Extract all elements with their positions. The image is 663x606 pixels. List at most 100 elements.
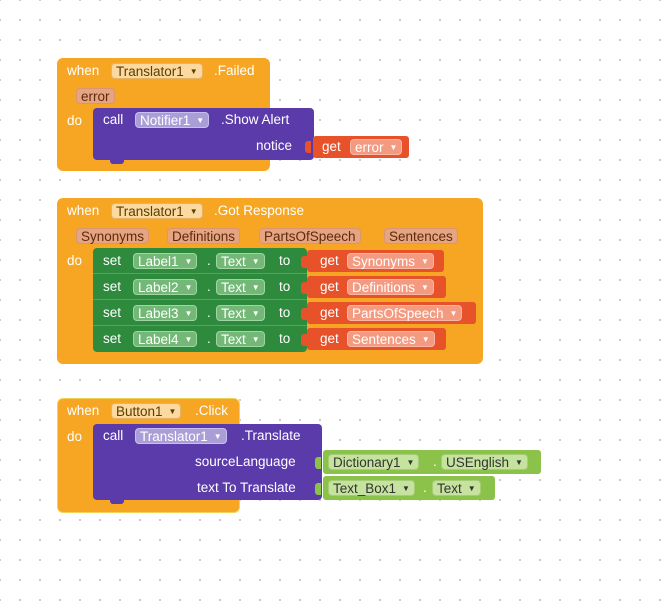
when-keyword: when [67, 203, 100, 218]
variable-name: Sentences [352, 332, 416, 347]
event-parameter-sentences[interactable]: Sentences [384, 228, 458, 244]
variable-dropdown[interactable]: error▼ [350, 139, 403, 155]
event-block-button-click[interactable]: when Button1 ▼ .Click do call Translator1… [57, 398, 541, 513]
event-parameter-synonyms[interactable]: Synonyms [76, 228, 150, 244]
label-dropdown[interactable]: Label2▼ [133, 279, 198, 295]
dropdown-arrow-icon: ▼ [467, 484, 476, 494]
get-keyword: get [322, 139, 341, 154]
language-dropdown[interactable]: USEnglish▼ [441, 454, 528, 470]
procedure-bottom-stub [110, 159, 124, 164]
language-name: USEnglish [446, 455, 510, 470]
dropdown-arrow-icon: ▼ [406, 458, 415, 468]
label-name: Label3 [138, 306, 179, 321]
variable-name: Synonyms [352, 254, 416, 269]
method-name: .Show Alert [221, 112, 290, 127]
dot-separator: . [207, 279, 211, 294]
set-keyword: set [103, 253, 122, 268]
dot-separator: . [207, 253, 211, 268]
property-dropdown[interactable]: Text▼ [216, 331, 265, 347]
set-row-separator [93, 325, 307, 326]
property-dropdown[interactable]: Text▼ [432, 480, 481, 496]
get-error-block[interactable]: get error▼ [313, 136, 409, 158]
dictionary-name: Dictionary1 [333, 455, 401, 470]
event-parameter-partsofspeech[interactable]: PartsOfSpeech [259, 228, 361, 244]
dropdown-arrow-icon: ▼ [184, 257, 193, 267]
set-keyword: set [103, 305, 122, 320]
dropdown-arrow-icon: ▼ [189, 67, 198, 77]
socket-plug [301, 282, 307, 294]
event-name: .Failed [214, 63, 255, 78]
when-keyword: when [67, 63, 100, 78]
dot-separator: . [207, 305, 211, 320]
variable-dropdown[interactable]: PartsOfSpeech▼ [347, 305, 463, 321]
component-dropdown[interactable]: Button1 ▼ [111, 403, 182, 419]
set-label2-text-block[interactable]: set Label2▼ . Text▼ to [93, 274, 307, 300]
socket-plug [315, 457, 321, 469]
label-dropdown[interactable]: Label4 ▼ [133, 331, 198, 347]
dropdown-arrow-icon: ▼ [421, 257, 429, 267]
get-keyword: get [320, 279, 339, 294]
variable-dropdown[interactable]: Definitions▼ [347, 279, 434, 295]
component-name: Button1 [116, 404, 163, 419]
variable-dropdown[interactable]: Sentences ▼ [347, 331, 435, 347]
component-name: Translator1 [116, 64, 184, 79]
dropdown-arrow-icon: ▼ [213, 432, 222, 442]
variable-dropdown[interactable]: Synonyms ▼ [347, 253, 434, 269]
textbox-dropdown[interactable]: Text_Box1 ▼ [328, 480, 415, 496]
set-keyword: set [103, 331, 122, 346]
socket-plug [301, 308, 307, 320]
property-dropdown[interactable]: Text▼ [216, 305, 265, 321]
translator-dropdown[interactable]: Translator1▼ [135, 428, 227, 444]
label-dropdown[interactable]: Label1 ▼ [133, 253, 198, 269]
textbox-name: Text_Box1 [333, 481, 397, 496]
label-name: Label1 [138, 254, 179, 269]
dropdown-arrow-icon: ▼ [251, 309, 260, 319]
dropdown-arrow-icon: ▼ [402, 484, 410, 494]
event-block-translator-failed[interactable]: when Translator1 ▼ .Failed error do call … [57, 58, 409, 171]
dropdown-arrow-icon: ▼ [168, 407, 177, 417]
event-parameter-definitions[interactable]: Definitions [167, 228, 241, 244]
variable-name: PartsOfSpeech [352, 306, 444, 321]
notifier-dropdown[interactable]: Notifier1▼ [135, 112, 210, 128]
variable-name: Definitions [352, 280, 416, 295]
call-translator-translate-block[interactable]: call Translator1▼ .Translate sourceLangu… [93, 424, 322, 500]
event-name: .Click [195, 403, 228, 418]
component-dropdown[interactable]: Translator1 ▼ [111, 203, 203, 219]
dictionary-usenglish-block[interactable]: Dictionary1▼ . USEnglish▼ [323, 450, 541, 474]
do-keyword: do [67, 429, 83, 444]
set-keyword: set [103, 279, 122, 294]
dictionary-dropdown[interactable]: Dictionary1 ▼ [328, 454, 420, 470]
do-keyword: do [67, 113, 83, 128]
label-name: Label4 [138, 332, 179, 347]
label-dropdown[interactable]: Label3 ▼ [133, 305, 198, 321]
when-keyword: when [67, 403, 100, 418]
dropdown-arrow-icon: ▼ [184, 335, 193, 345]
get-partsofspeech-block[interactable]: get PartsOfSpeech▼ [307, 302, 476, 324]
component-dropdown[interactable]: Translator1 ▼ [111, 63, 203, 79]
event-parameter-error[interactable]: error [76, 88, 115, 104]
dropdown-arrow-icon: ▼ [189, 207, 198, 217]
socket-plug [315, 483, 321, 495]
set-label1-text-block[interactable]: set Label1▼ . Text▼ to [93, 248, 307, 274]
notifier-name: Notifier1 [140, 113, 191, 128]
set-label4-text-block[interactable]: set Label4▼ . Text▼ to [93, 326, 307, 352]
dropdown-arrow-icon: ▼ [251, 257, 260, 267]
get-synonyms-block[interactable]: get Synonyms▼ [307, 250, 444, 272]
to-keyword: to [279, 279, 291, 294]
property-dropdown[interactable]: Text▼ [216, 279, 265, 295]
socket-plug [301, 334, 307, 346]
dropdown-arrow-icon: ▼ [184, 309, 193, 319]
property-dropdown[interactable]: Text▼ [216, 253, 265, 269]
set-label3-text-block[interactable]: set Label3 ▼ . Text▼ to [93, 300, 307, 326]
dropdown-arrow-icon: ▼ [421, 335, 430, 345]
event-block-translator-got-response[interactable]: when Translator1 ▼ .Got Response Synonyms… [57, 198, 483, 364]
component-name: Translator1 [116, 204, 184, 219]
event-name: .Got Response [214, 203, 305, 218]
dot-separator: . [423, 480, 427, 495]
get-keyword: get [320, 305, 339, 320]
to-keyword: to [279, 305, 291, 320]
get-definitions-block[interactable]: get Definitions▼ [307, 276, 446, 298]
textbox-text-block[interactable]: Text_Box1 ▼ . Text▼ [323, 476, 495, 500]
call-notifier-show-alert-block[interactable]: call Notifier1▼ .Show Alert notice [93, 108, 314, 160]
get-sentences-block[interactable]: get Sentences▼ [307, 328, 446, 350]
